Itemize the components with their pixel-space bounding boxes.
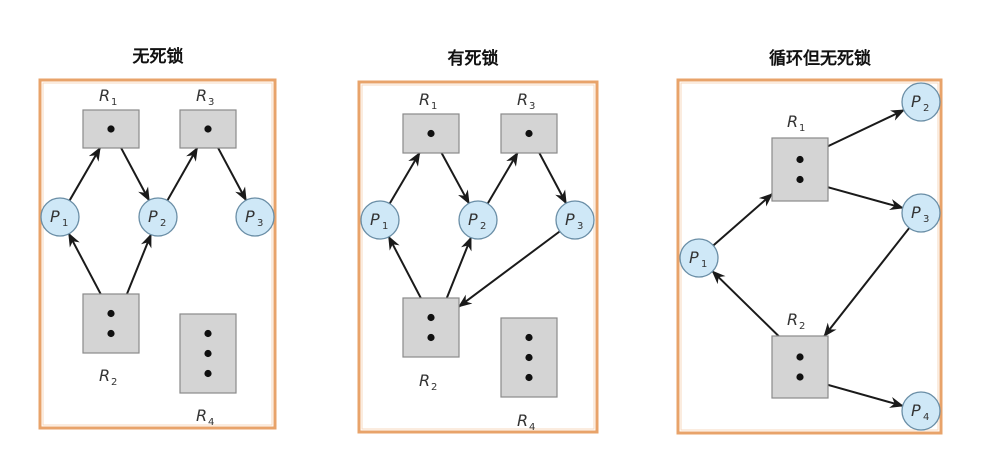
request-edge-p1-r1 bbox=[388, 151, 421, 205]
resource-label-r2: R bbox=[99, 366, 110, 385]
resource-instance-dot bbox=[427, 313, 435, 322]
process-p1 bbox=[40, 197, 80, 237]
resource-instance-dot bbox=[204, 329, 212, 338]
resource-instance-dot bbox=[204, 369, 212, 378]
process-label-p2: P bbox=[148, 207, 158, 226]
request-edge-p3-r2 bbox=[457, 230, 561, 308]
resource-r3 bbox=[500, 113, 558, 154]
process-label-subscript: 2 bbox=[923, 103, 929, 114]
panel-frame bbox=[38, 78, 277, 430]
panel-frame-inner bbox=[42, 82, 273, 426]
resource-label-r4: R bbox=[196, 406, 207, 425]
resource-instance-dot bbox=[525, 373, 533, 382]
resource-label-r1: R bbox=[99, 86, 110, 105]
resource-label-subscript: 4 bbox=[529, 422, 535, 433]
process-label-p3: P bbox=[911, 203, 921, 222]
process-label-p3: P bbox=[245, 207, 255, 226]
request-edge-p1-r1 bbox=[712, 193, 774, 247]
process-label-subscript: 1 bbox=[701, 259, 707, 270]
process-label-subscript: 3 bbox=[577, 221, 583, 232]
process-label-subscript: 1 bbox=[382, 221, 388, 232]
process-p1 bbox=[679, 238, 719, 278]
resource-instance-dot bbox=[204, 349, 212, 358]
resource-label-subscript: 2 bbox=[799, 321, 805, 332]
process-p4 bbox=[901, 391, 941, 431]
resource-label-r3: R bbox=[196, 86, 207, 105]
resource-label-r2: R bbox=[787, 310, 798, 329]
panel-frame-inner bbox=[361, 84, 595, 430]
request-edge-p3-r2 bbox=[823, 227, 911, 338]
resource-label-subscript: 2 bbox=[431, 382, 437, 393]
resource-label-r4: R bbox=[517, 411, 528, 430]
process-label-p3: P bbox=[565, 210, 575, 229]
process-label-p4: P bbox=[911, 401, 921, 420]
panel-frame bbox=[676, 78, 943, 435]
process-label-subscript: 2 bbox=[480, 221, 486, 232]
process-p3 bbox=[555, 200, 595, 240]
process-label-p2: P bbox=[468, 210, 478, 229]
resource-label-subscript: 3 bbox=[208, 97, 214, 108]
resource-r1 bbox=[771, 137, 829, 202]
resource-label-subscript: 1 bbox=[431, 101, 437, 112]
resource-r2 bbox=[771, 335, 829, 399]
panel-frame bbox=[357, 80, 599, 434]
resource-label-r1: R bbox=[787, 112, 798, 131]
resource-instance-dot bbox=[796, 353, 804, 361]
resource-r1 bbox=[402, 113, 460, 154]
request-edge-p2-r3 bbox=[486, 151, 519, 205]
resource-instance-dot bbox=[427, 333, 435, 342]
process-p3 bbox=[901, 193, 941, 233]
resource-instance-dot bbox=[796, 155, 804, 164]
resource-instance-dot bbox=[107, 125, 115, 133]
resource-instance-dot bbox=[525, 333, 533, 342]
process-label-subscript: 1 bbox=[62, 218, 68, 229]
resource-label-subscript: 1 bbox=[799, 123, 805, 134]
panel-title-deadlock: 有死锁 bbox=[447, 49, 499, 69]
resource-instance-dot bbox=[525, 353, 533, 362]
resource-instance-dot bbox=[204, 125, 212, 133]
process-label-p1: P bbox=[689, 248, 699, 267]
resource-instance-dot bbox=[427, 129, 435, 138]
resource-instance-dot bbox=[107, 329, 115, 338]
process-label-subscript: 3 bbox=[923, 214, 929, 225]
resource-label-subscript: 1 bbox=[111, 97, 117, 108]
resource-label-r3: R bbox=[517, 90, 528, 109]
process-label-subscript: 3 bbox=[257, 218, 263, 229]
request-edge-p1-r1 bbox=[68, 146, 101, 202]
resource-label-subscript: 3 bbox=[529, 101, 535, 112]
process-p3 bbox=[235, 197, 275, 237]
panel-title-cycle-no-deadlock: 循环但无死锁 bbox=[769, 49, 871, 69]
resource-instance-dot bbox=[796, 175, 804, 184]
process-label-p2: P bbox=[911, 92, 921, 111]
process-label-p1: P bbox=[50, 207, 60, 226]
panel-title-no-deadlock: 无死锁 bbox=[132, 47, 184, 67]
process-p2 bbox=[138, 197, 178, 237]
resource-instance-dot bbox=[107, 309, 115, 318]
process-label-p1: P bbox=[370, 210, 380, 229]
resource-label-subscript: 4 bbox=[208, 417, 214, 428]
process-p2 bbox=[901, 82, 941, 122]
resource-label-r1: R bbox=[419, 90, 430, 109]
process-p2 bbox=[458, 200, 498, 240]
resource-r2 bbox=[82, 293, 140, 354]
process-label-subscript: 4 bbox=[923, 412, 929, 423]
process-p1 bbox=[360, 200, 400, 240]
request-edge-p2-r3 bbox=[166, 146, 199, 201]
process-label-subscript: 2 bbox=[160, 218, 166, 229]
resource-label-subscript: 2 bbox=[111, 377, 117, 388]
resource-label-r2: R bbox=[419, 371, 430, 390]
resource-r2 bbox=[402, 297, 460, 358]
resource-instance-dot bbox=[796, 373, 804, 381]
resource-instance-dot bbox=[525, 129, 533, 138]
